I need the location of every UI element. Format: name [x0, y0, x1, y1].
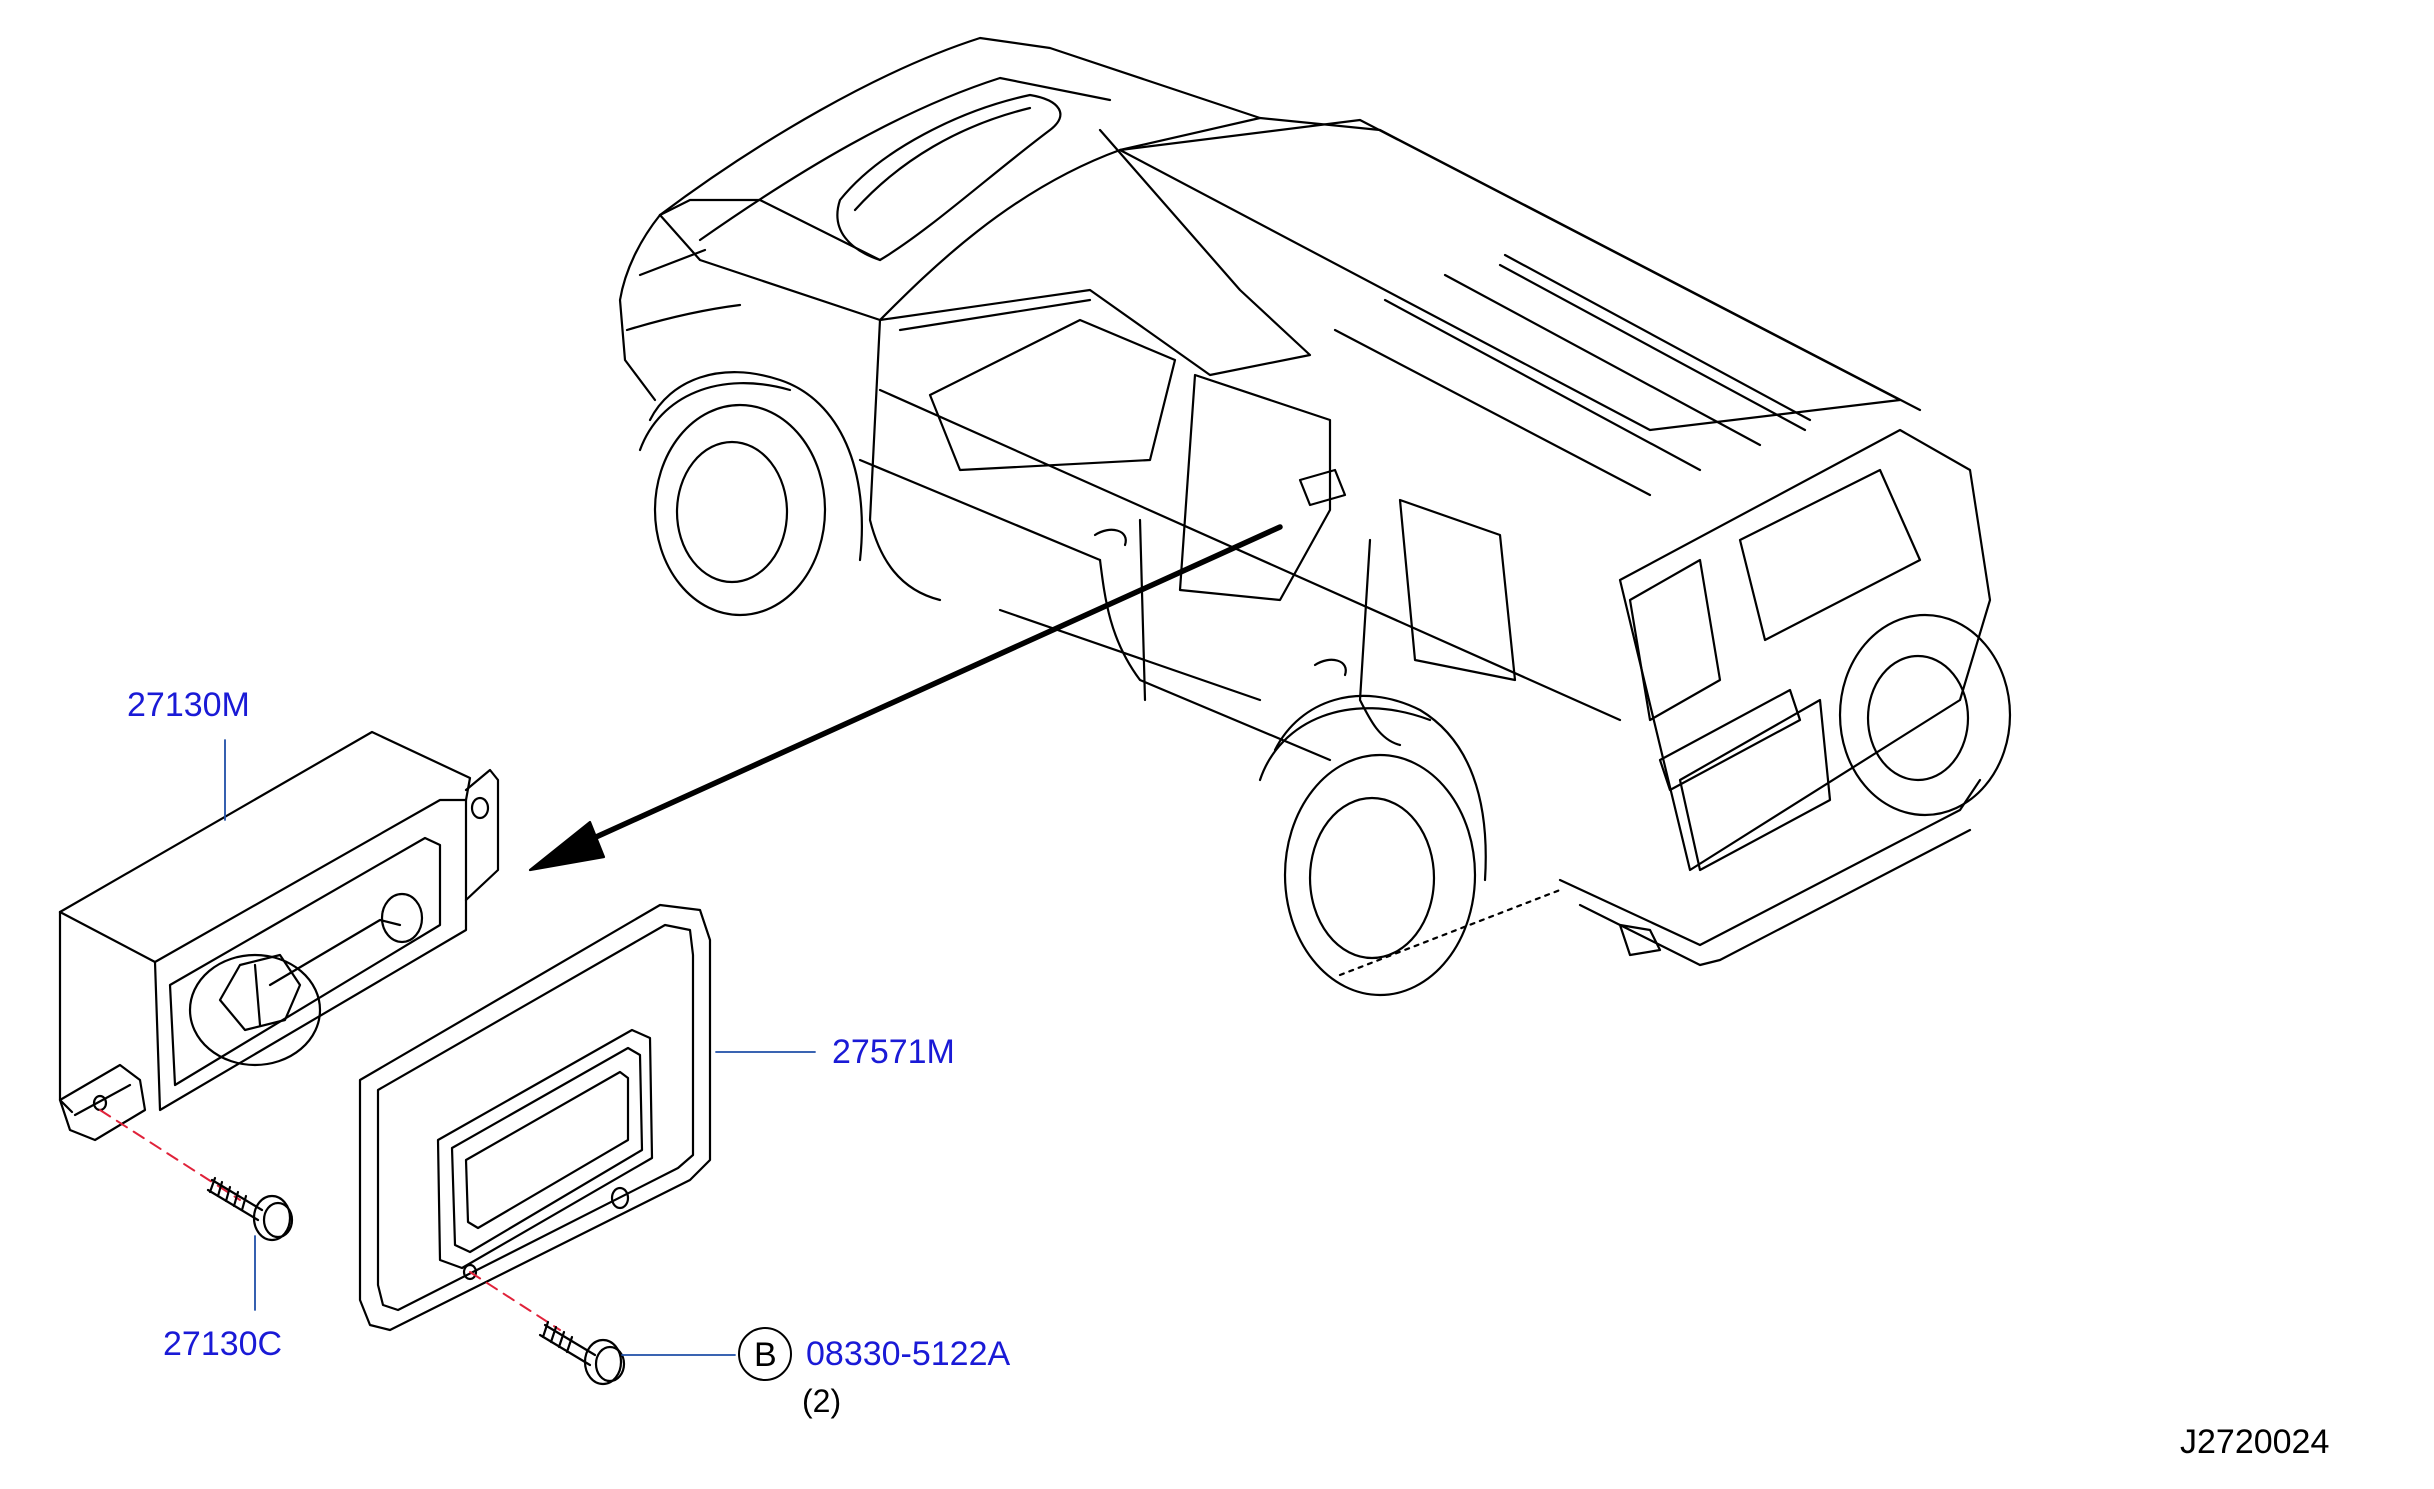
- leader-lines: [224, 739, 816, 1356]
- screw-08330: [538, 1320, 626, 1386]
- bezel-27571m: [358, 903, 712, 1332]
- alignment-line-1: [99, 1109, 241, 1201]
- part-label-27571m[interactable]: 27571M: [832, 1033, 955, 1071]
- control-unit-27130m: [58, 730, 500, 1142]
- suv-illustration: [618, 36, 2012, 997]
- direction-arrow: [528, 524, 1283, 872]
- part-label-27130c[interactable]: 27130C: [163, 1325, 283, 1363]
- quantity-label: (2): [802, 1383, 842, 1419]
- diagram-id: J2720024: [2180, 1423, 2330, 1461]
- alignment-line-2: [469, 1271, 561, 1331]
- part-label-27130m[interactable]: 27130M: [127, 686, 250, 724]
- screw-27130c: [206, 1176, 294, 1242]
- marker-b-circle: [738, 1327, 792, 1381]
- marker-b-letter: B: [754, 1336, 777, 1374]
- part-label-08330[interactable]: 08330-5122A: [806, 1335, 1011, 1373]
